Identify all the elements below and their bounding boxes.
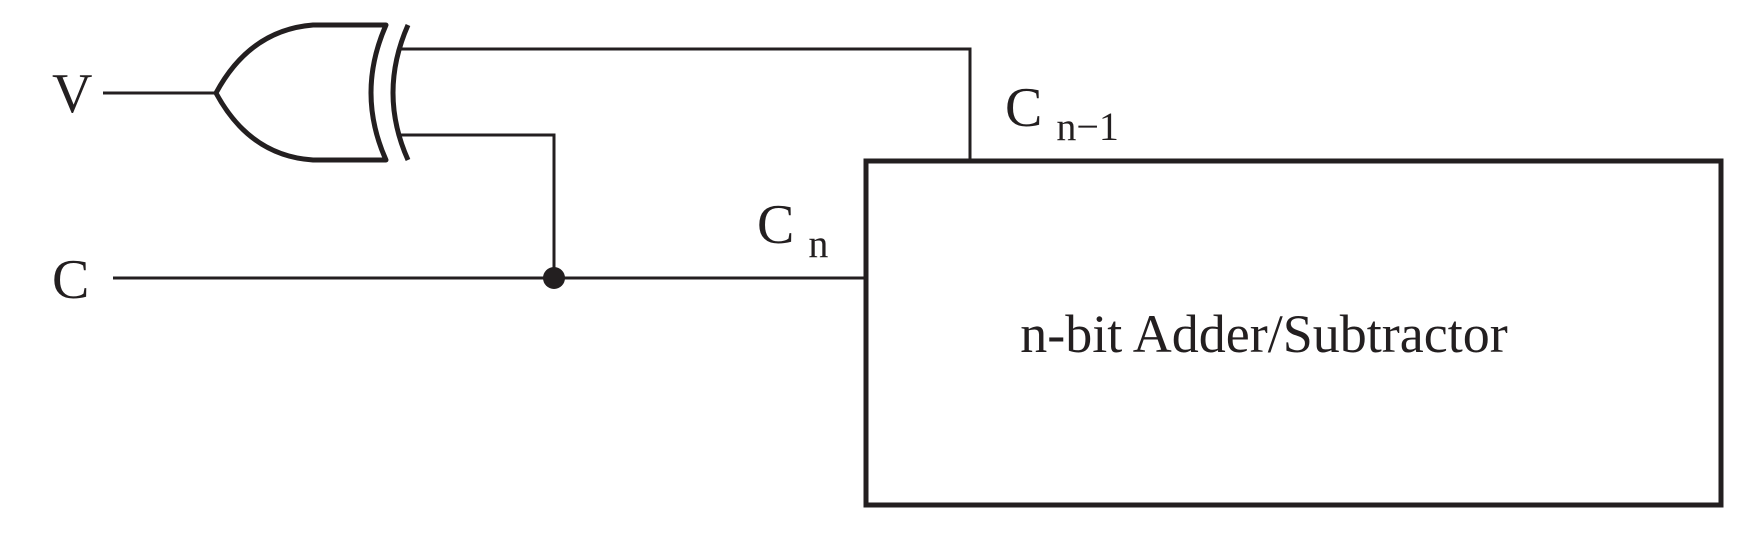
- signal-label-cn-sub: n: [808, 221, 828, 266]
- adder-subtractor-block: [863, 158, 1724, 508]
- input-label-v: V: [52, 63, 92, 125]
- xor-gate-extra-arc: [390, 23, 411, 162]
- xor-gate-body: [213, 22, 389, 163]
- signal-label-cn-minus-1-main: C: [1005, 77, 1042, 139]
- xor-gate: [213, 22, 411, 163]
- signal-label-cn-main: C: [757, 194, 794, 256]
- block-title: n-bit Adder/Subtractor: [1020, 304, 1507, 364]
- wire-junction-to-xor-input: [401, 133, 556, 278]
- wire-cn1-to-xor-input: [401, 47, 972, 161]
- signal-label-cn: C n: [757, 194, 828, 266]
- signal-label-cn-minus-1-sub: n−1: [1056, 104, 1119, 149]
- signal-label-cn-minus-1: C n−1: [1005, 77, 1119, 149]
- input-label-c: C: [52, 249, 89, 311]
